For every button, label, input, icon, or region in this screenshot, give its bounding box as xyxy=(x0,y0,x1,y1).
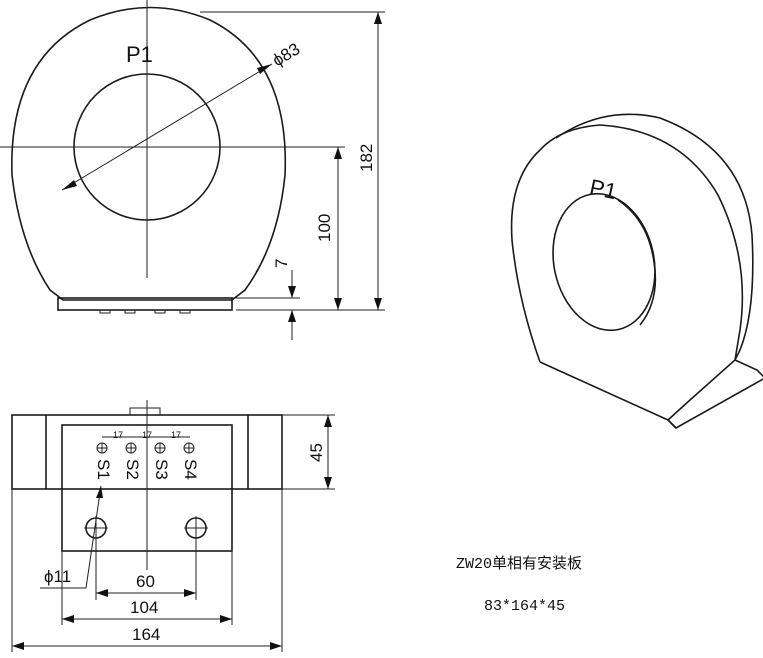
front-base-plate xyxy=(57,297,233,311)
iso-body-back xyxy=(555,113,754,361)
p1-marking-iso: P1 xyxy=(588,174,620,204)
terminal-pitch-2: 17 xyxy=(142,430,152,440)
terminal-s3: S3 xyxy=(152,459,171,480)
dim-45-label: 45 xyxy=(307,443,326,462)
terminal-pitch-1: 17 xyxy=(113,430,123,440)
terminal-pitch-3: 17 xyxy=(171,430,181,440)
dim-182-label: 182 xyxy=(357,144,376,172)
terminal-s4: S4 xyxy=(181,459,200,480)
dim-164-label: 164 xyxy=(132,625,160,644)
diameter-leader xyxy=(61,63,273,191)
model-caption: ZW20单相有安装板 xyxy=(456,556,583,573)
size-caption: 83*164*45 xyxy=(484,598,566,615)
mounting-hole-right xyxy=(184,516,208,540)
iso-hole-inner-depth xyxy=(617,199,657,326)
hole-diameter-label: ϕ11 xyxy=(44,567,71,586)
dim-7-label: 7 xyxy=(272,259,291,268)
front-terminal-pins xyxy=(99,309,191,314)
front-view: ϕ83 P1 182 100 7 xyxy=(0,0,385,340)
terminal-block: 17 17 17 S1 S2 S3 S4 xyxy=(94,430,200,480)
iso-center-hole xyxy=(552,192,656,332)
dim-104-label: 104 xyxy=(130,598,158,617)
p1-marking-front: P1 xyxy=(126,42,153,67)
iso-body-front-outline xyxy=(510,124,744,421)
top-tab xyxy=(129,407,161,416)
isometric-view: P1 xyxy=(510,113,763,429)
dim-100-label: 100 xyxy=(315,214,334,242)
bottom-view: 17 17 17 S1 S2 S3 S4 ϕ11 45 xyxy=(11,400,335,652)
terminal-s2: S2 xyxy=(123,459,142,480)
front-body-outline xyxy=(11,6,287,301)
iso-base-front-edge xyxy=(539,361,669,421)
iso-base-plate xyxy=(667,359,763,429)
terminal-s1: S1 xyxy=(94,459,113,480)
hole-leader xyxy=(85,485,102,589)
diameter-label: ϕ83 xyxy=(269,39,303,70)
dim-60-label: 60 xyxy=(136,572,155,591)
